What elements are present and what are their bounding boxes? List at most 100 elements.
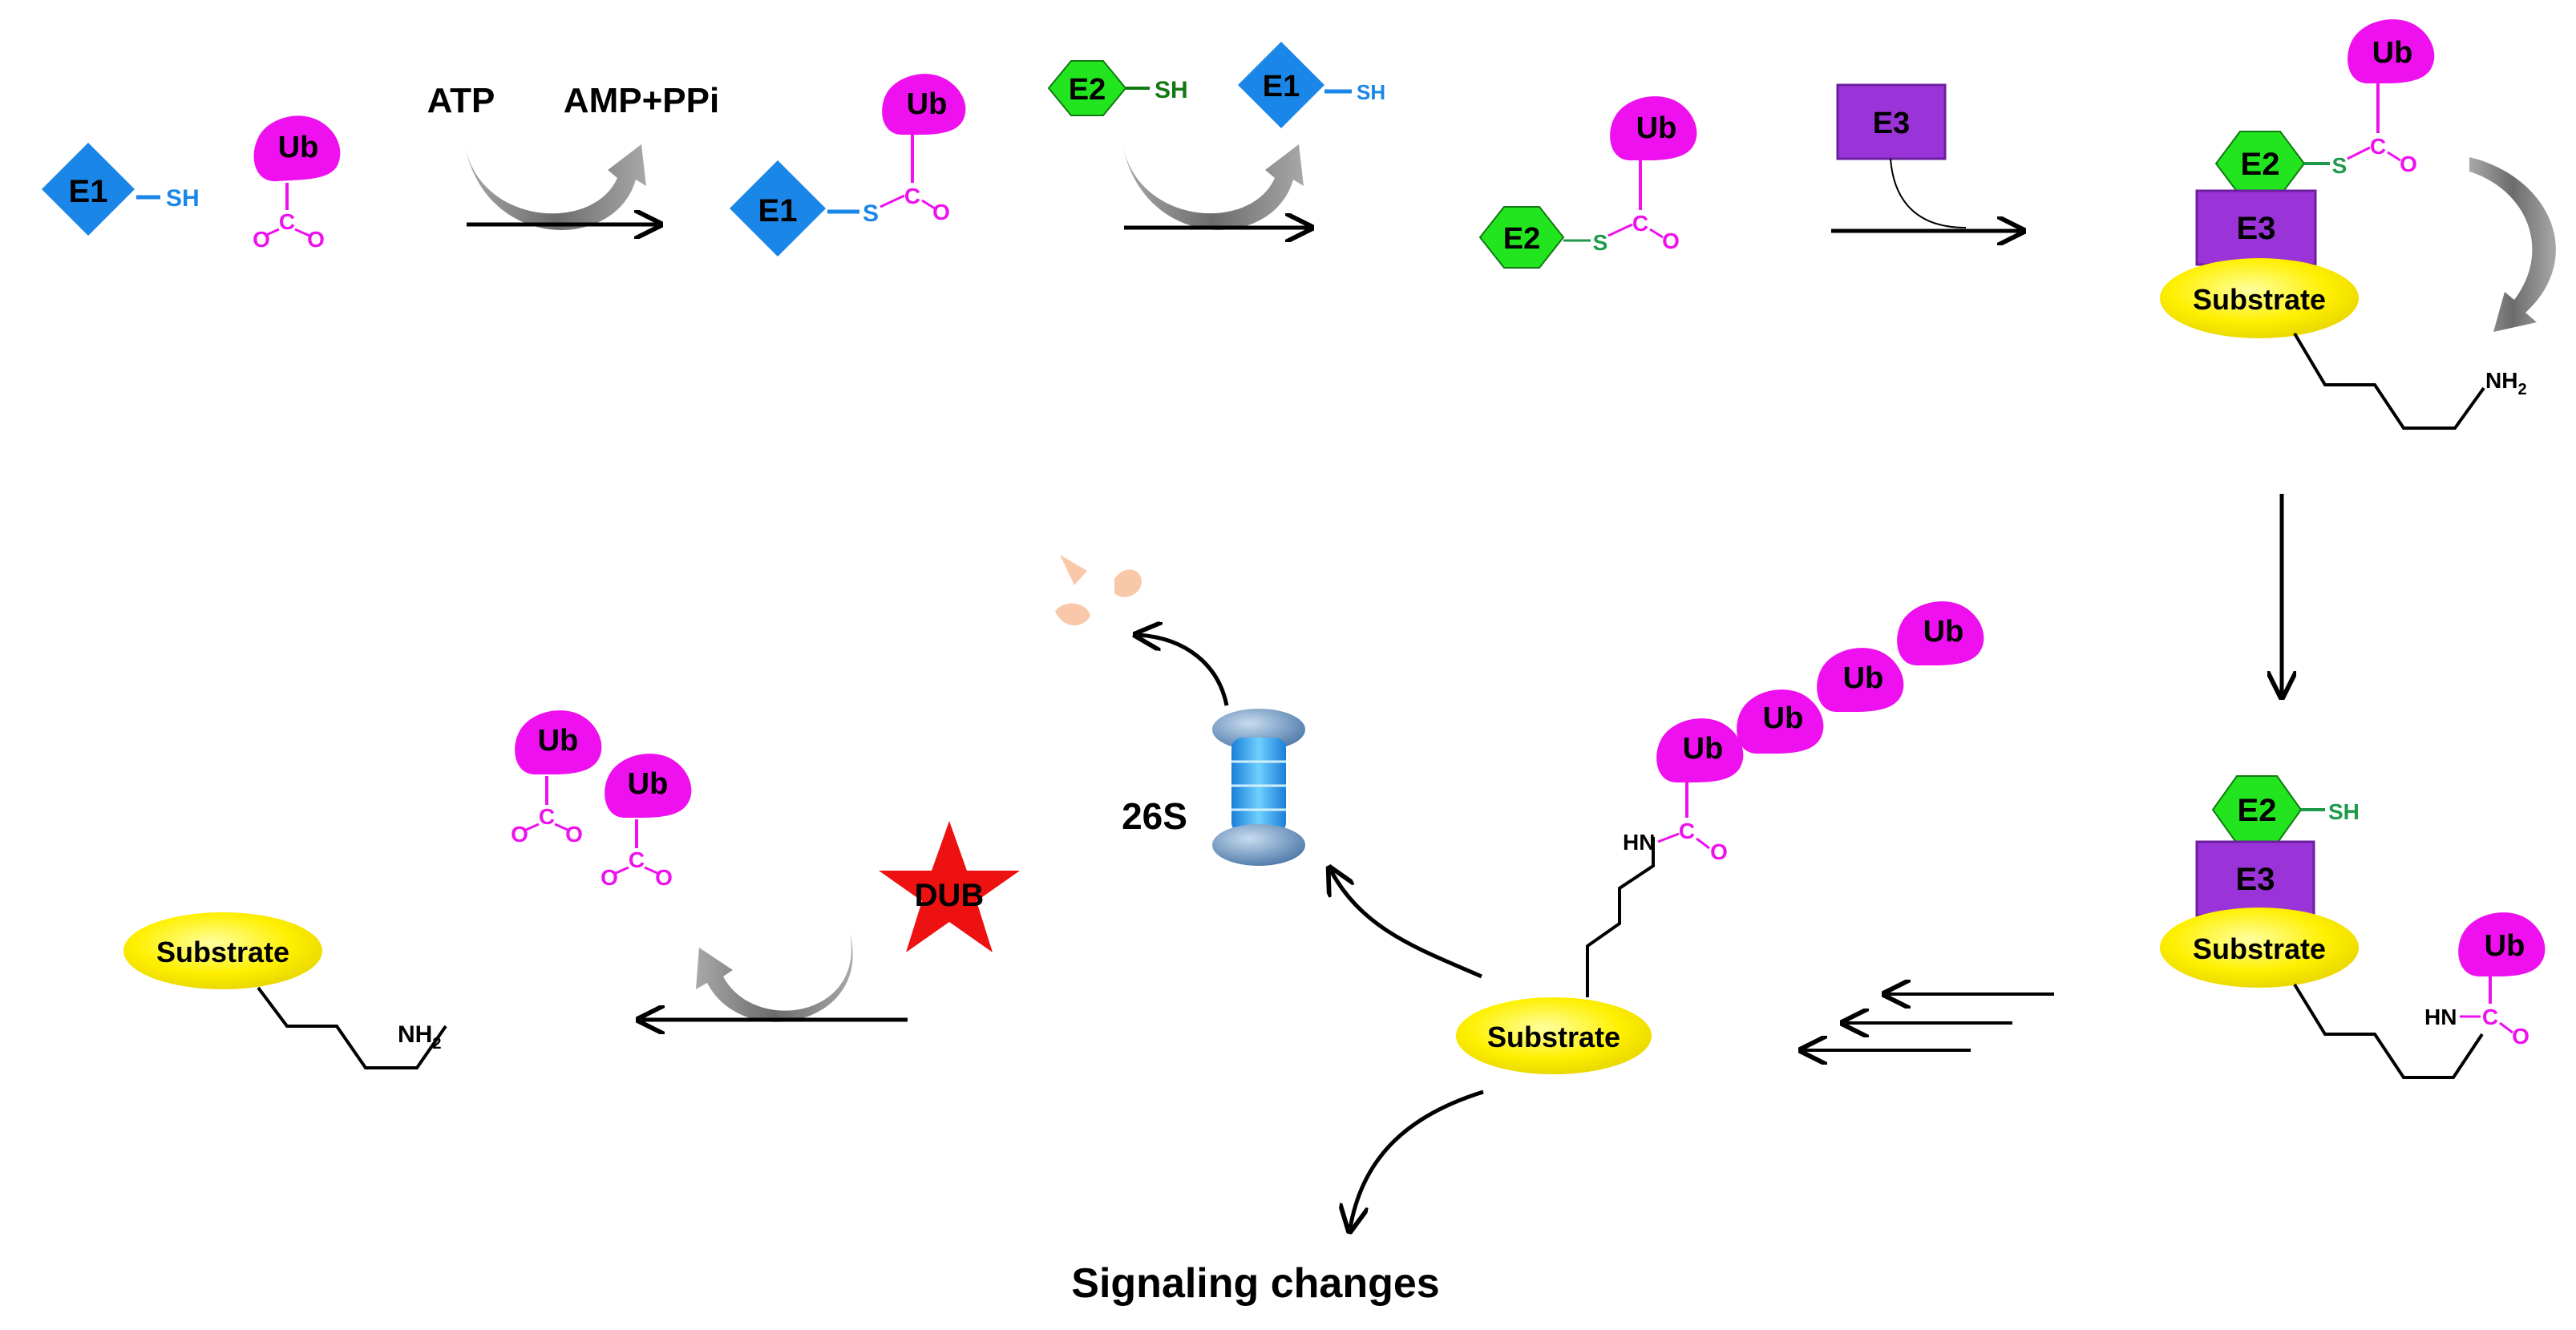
proteasome: 26S — [1122, 709, 1305, 866]
free-substrate: Substrate NH2 — [123, 912, 447, 1069]
substrate-label: Substrate — [2193, 932, 2326, 965]
e1-released: E1 SH — [1238, 42, 1385, 128]
ub-released-1: Ub C O O — [511, 710, 602, 847]
e1-label: E1 — [69, 174, 108, 209]
carboxyl-c: C — [279, 209, 295, 234]
e1-diamond-icon — [1238, 42, 1324, 128]
arrow-to-fragments — [1138, 635, 1229, 706]
carboxyl-o1: O — [601, 865, 618, 890]
substrate-ellipse-icon — [2160, 258, 2359, 338]
substrate-label: Substrate — [1487, 1021, 1620, 1053]
arrow-to-proteasome — [1331, 871, 1482, 979]
dub-star-icon — [879, 821, 1020, 952]
e1-ub-thioester: E1 S C O Ub — [730, 74, 966, 257]
e2-label: E2 — [1503, 222, 1540, 256]
e2-label: E2 — [2238, 793, 2277, 828]
thioester-s: S — [863, 200, 879, 227]
thioester-c: C — [904, 184, 920, 208]
proteasome-label: 26S — [1122, 795, 1187, 837]
dub-label: DUB — [915, 878, 985, 913]
e3-label: E3 — [1873, 107, 1910, 140]
thioester-o: O — [2400, 152, 2417, 176]
substrate-ellipse-icon — [1456, 997, 1652, 1074]
s-c-bond — [880, 194, 905, 208]
s-c-bond — [2347, 146, 2371, 160]
e2-hexagon-icon — [1047, 60, 1127, 116]
ubiquitin-blob-icon — [605, 754, 692, 819]
ub-free-top: Ub C O O — [253, 115, 341, 252]
arrow-to-signaling — [1350, 1089, 1484, 1228]
carboxyl-o2: O — [307, 227, 325, 252]
curved-arrow-icon — [465, 144, 646, 230]
thioester-s: S — [2332, 153, 2348, 178]
c-o-bond — [1696, 837, 1710, 850]
hn-label: HN — [2424, 1005, 2457, 1029]
fragment — [1114, 569, 1142, 597]
c-o-bond — [921, 199, 936, 210]
thioester-s: S — [1593, 230, 1608, 255]
fragment — [1055, 603, 1090, 626]
e2-sh-label: SH — [2328, 799, 2360, 824]
e2-label: E2 — [2241, 147, 2280, 182]
carboxyl-o2-bond — [294, 228, 310, 237]
e1-label: E1 — [758, 193, 798, 228]
proteasome-cap-top — [1212, 709, 1305, 750]
ubiquitin-blob-icon — [2458, 912, 2546, 977]
ubiquitin-blob-icon — [253, 115, 341, 182]
ubiquitin-blob-icon — [1656, 718, 1744, 783]
peptide-fragments-icon — [1055, 555, 1142, 626]
e3-binding-curve — [1890, 158, 1967, 228]
lysine-chain — [2293, 983, 2484, 1079]
nh2-label: NH2 — [398, 1021, 441, 1053]
amide-c: C — [1679, 819, 1695, 843]
proteasome-cap-bottom — [1212, 824, 1305, 866]
carboxyl-o1-bond — [613, 866, 629, 875]
ub-label: Ub — [907, 87, 948, 121]
s-c-bond — [1607, 223, 1633, 237]
amp-ppi-label: AMP+PPi — [564, 81, 719, 120]
ub-label: Ub — [1683, 732, 1724, 766]
e2-hexagon-icon — [1478, 206, 1565, 269]
carboxyl-o2: O — [655, 865, 673, 890]
ub-label: Ub — [628, 767, 669, 801]
amide-o: O — [2512, 1024, 2529, 1049]
ub-label: Ub — [1843, 661, 1884, 695]
ub-label: Ub — [278, 131, 319, 164]
ub-label: Ub — [1763, 701, 1804, 735]
carboxyl-o2: O — [565, 822, 583, 847]
e1-sh-label: SH — [166, 185, 200, 212]
carboxyl-c: C — [629, 847, 645, 872]
thioester-o: O — [932, 200, 950, 224]
ubiquitin-blob-icon — [1610, 96, 1697, 161]
substrate-label: Substrate — [156, 936, 289, 968]
e2-label: E2 — [1069, 73, 1106, 107]
carboxyl-c: C — [539, 804, 555, 829]
e3-square-icon — [2195, 189, 2317, 266]
ub-label: Ub — [2372, 36, 2413, 70]
atp-label: ATP — [427, 81, 495, 120]
c-o-bond — [2499, 1021, 2513, 1034]
curved-arrow-icon — [696, 933, 853, 1022]
carboxyl-o1: O — [511, 822, 528, 847]
carboxyl-o2-bond — [644, 866, 660, 875]
e1-diamond-icon — [42, 143, 135, 236]
lysine-chain — [1586, 837, 1655, 997]
ub-label: Ub — [1923, 615, 1964, 649]
ub-released-2: Ub C O O — [601, 754, 692, 890]
e2-e3-substrate-ub-complex: E2 SH E3 Substrate HN C O Ub — [2160, 775, 2546, 1079]
signaling-changes-label: Signaling changes — [1071, 1260, 1439, 1307]
c-o-bond — [2387, 151, 2401, 162]
carboxyl-o2-bond — [554, 823, 570, 832]
ubiquitin-blob-icon — [1817, 648, 1904, 713]
e1-free: E1 SH — [42, 143, 200, 236]
lysine-chain — [2293, 332, 2485, 430]
e3-square-icon — [1836, 83, 1947, 160]
nh2-label: NH2 — [2485, 368, 2527, 398]
ubiquitin-blob-icon — [2348, 19, 2435, 84]
carboxyl-o1-bond — [524, 823, 540, 832]
ubiquitin-blob-icon — [882, 74, 966, 135]
fragment — [1060, 555, 1087, 585]
carboxyl-o1: O — [253, 227, 270, 252]
carboxyl-o1-bond — [264, 228, 280, 237]
